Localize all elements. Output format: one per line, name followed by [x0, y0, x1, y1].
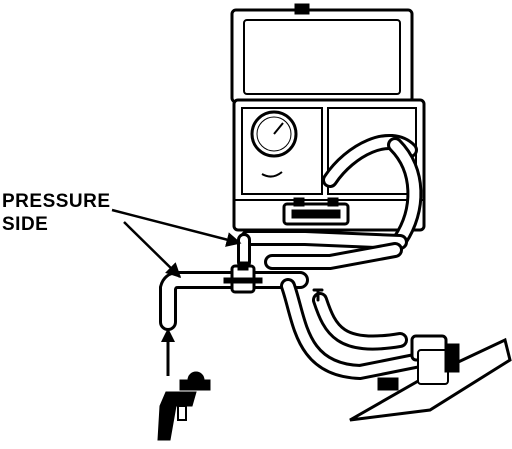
case-handle: [282, 197, 350, 226]
callout-line-2: SIDE: [2, 214, 49, 235]
arrow-up-icon: [161, 328, 175, 376]
pressure-gun: [157, 371, 211, 441]
engine: [349, 334, 512, 422]
valve-icon: [159, 261, 309, 331]
pressure-gauge-icon: [250, 110, 298, 178]
case-lid: [230, 3, 414, 104]
callout-arrows: [111, 208, 242, 279]
engine-hoses: [280, 278, 428, 381]
hose-icon: [237, 133, 423, 270]
callout-line-1: PRESSURE: [2, 191, 111, 212]
pressure-side-label: PRESSURE SIDE: [2, 190, 111, 236]
